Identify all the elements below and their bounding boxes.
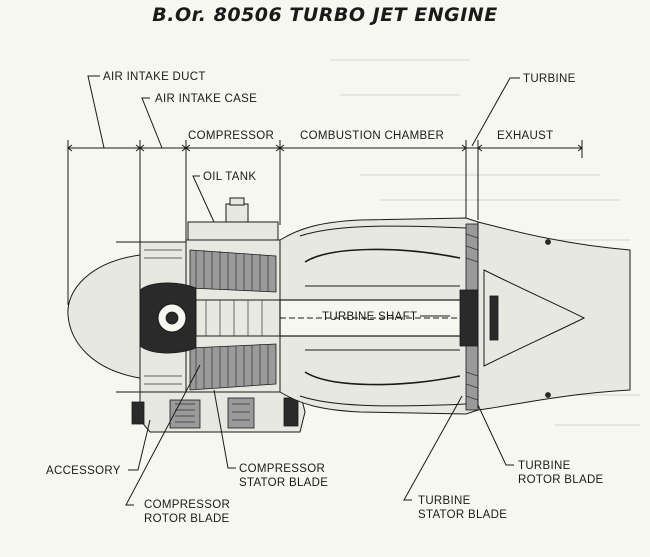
label-compressor: COMPRESSOR [188,130,274,142]
oil-tank [187,221,279,241]
accessory-gearbox [139,391,306,433]
diagram-title: B.Or. 80506 TURBO JET ENGINE [152,4,498,26]
label-turbine-stator-blade-line2: STATOR BLADE [418,509,507,521]
label-exhaust: EXHAUST [497,130,553,142]
label-turbine-shaft: TURBINE SHAFT [322,311,417,323]
intake-nose [67,254,141,379]
labels: AIR INTAKE DUCT AIR INTAKE CASE COMPRESS… [46,71,604,525]
section-dimension-line [67,140,583,305]
engine-body [67,197,631,433]
label-combustion-chamber: COMBUSTION CHAMBER [300,130,444,142]
label-compressor-rotor-blade-line2: ROTOR BLADE [144,513,230,525]
label-air-intake-duct: AIR INTAKE DUCT [103,71,206,83]
background-bleed [330,59,640,426]
label-turbine: TURBINE [523,73,576,85]
label-turbine-rotor-blade-line1: TURBINE [518,460,571,472]
label-air-intake-case: AIR INTAKE CASE [155,93,257,105]
label-accessory: ACCESSORY [46,465,121,477]
label-turbine-rotor-blade-line2: ROTOR BLADE [518,474,604,486]
leader-lines [87,75,520,506]
exhaust-cone [483,269,586,367]
label-compressor-stator-blade-line2: STATOR BLADE [239,477,328,489]
compressor-blades [189,249,277,391]
label-oil-tank: OIL TANK [203,171,256,183]
label-compressor-rotor-blade-line1: COMPRESSOR [144,499,230,511]
label-compressor-stator-blade-line1: COMPRESSOR [239,463,325,475]
label-turbine-stator-blade-line1: TURBINE [418,495,471,507]
